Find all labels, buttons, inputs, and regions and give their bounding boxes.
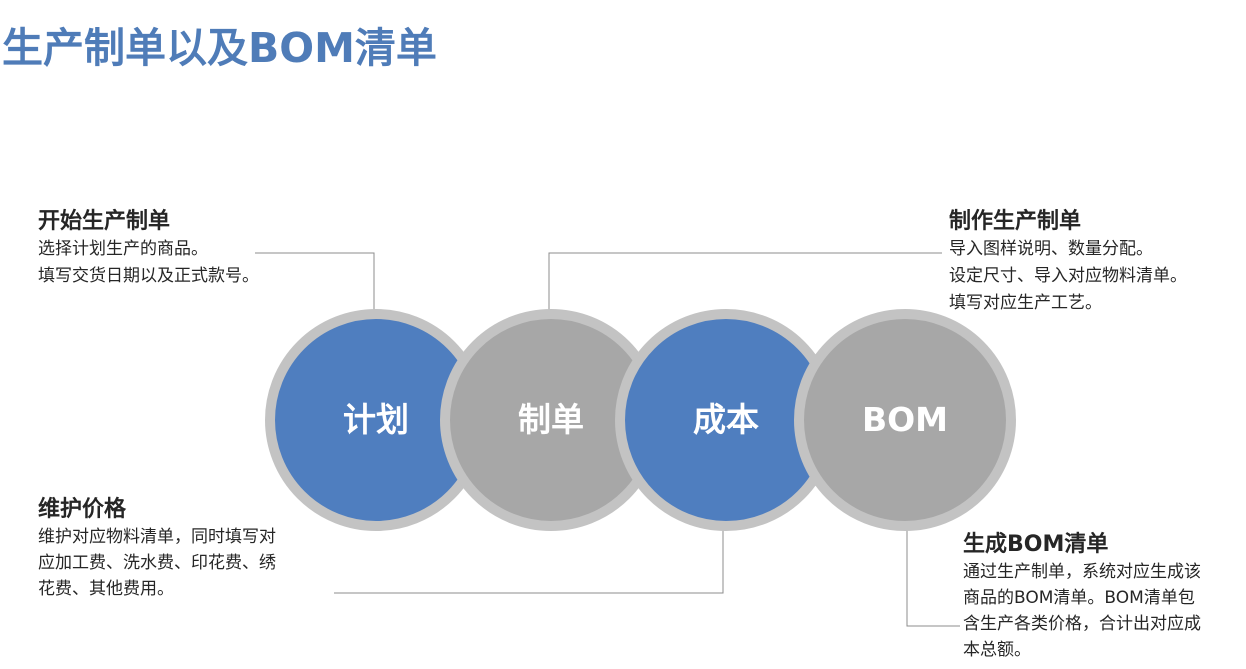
note-bom: 生成BOM清单 通过生产制单，系统对应生成该 商品的BOM清单。BOM清单包 含… [963, 531, 1201, 663]
connector-bom [906, 520, 960, 627]
note-bom-title: 生成BOM清单 [963, 532, 1109, 557]
note-plan-line: 选择计划生产的商品。 [38, 239, 208, 259]
note-plan-line: 填写交货日期以及正式款号。 [38, 266, 259, 286]
stage-plan-label: 计划 [343, 400, 409, 439]
note-price-line: 维护对应物料清单，同时填写对 [38, 527, 276, 547]
note-price-line: 应加工费、洗水费、印花费、绣 [38, 553, 276, 573]
stage-bom-label: BOM [861, 400, 949, 439]
stage-plan-circle: 计划 [265, 309, 487, 531]
note-make-title: 制作生产制单 [949, 209, 1082, 234]
stage-cost-label: 成本 [693, 400, 759, 439]
note-bom-line: 含生产各类价格，合计出对应成 [963, 614, 1201, 634]
note-make-line: 导入图样说明、数量分配。 [949, 239, 1153, 259]
connector-price [334, 520, 724, 594]
connector-make [548, 252, 942, 315]
page-title: 生产制单以及BOM清单 [2, 24, 437, 72]
note-make-line: 填写对应生产工艺。 [949, 293, 1102, 313]
note-make-line: 设定尺寸、导入对应物料清单。 [949, 266, 1187, 286]
note-plan: 开始生产制单 选择计划生产的商品。 填写交货日期以及正式款号。 [38, 208, 259, 290]
stage-make-label: 制单 [518, 400, 584, 439]
note-price-title: 维护价格 [38, 497, 127, 522]
note-bom-line: 商品的BOM清单。BOM清单包 [963, 588, 1195, 608]
note-plan-title: 开始生产制单 [38, 209, 171, 234]
note-price-line: 花费、其他费用。 [38, 579, 174, 599]
connector-plan [255, 252, 375, 315]
stage-bom-circle: BOM [794, 309, 1016, 531]
note-price: 维护价格 维护对应物料清单，同时填写对 应加工费、洗水费、印花费、绣 花费、其他… [38, 496, 276, 602]
note-bom-line: 本总额。 [963, 640, 1031, 660]
note-make: 制作生产制单 导入图样说明、数量分配。 设定尺寸、导入对应物料清单。 填写对应生… [949, 208, 1187, 317]
note-bom-line: 通过生产制单，系统对应生成该 [963, 562, 1201, 582]
